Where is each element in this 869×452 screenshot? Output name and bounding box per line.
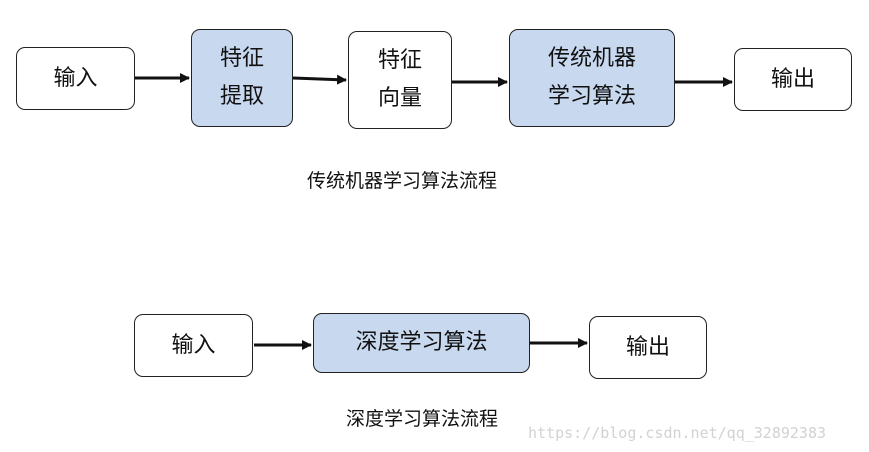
output-label: 输出	[770, 66, 815, 92]
input-box: 输入	[16, 47, 135, 110]
feature-extraction-label-line2: 提取	[219, 84, 264, 109]
deep-learning-caption: 深度学习算法流程	[346, 408, 499, 430]
traditional-ml-algorithm-box: 传统机器 学习算法	[509, 29, 675, 127]
feature-vector-box: 特征 向量	[348, 31, 452, 129]
feature-vector-label-line1: 特征	[377, 48, 422, 73]
arrow-extraction-to-vector	[292, 74, 347, 85]
feature-extraction-box: 特征 提取	[191, 29, 293, 127]
feature-extraction-label-line1: 特征	[219, 46, 264, 71]
watermark: https://blog.csdn.net/qq_32892383	[528, 424, 827, 442]
deep-input-box: 输入	[134, 314, 253, 377]
feature-vector-label-line2: 向量	[377, 86, 422, 111]
deep-output-label: 输出	[625, 334, 670, 360]
deep-learning-algorithm-box: 深度学习算法	[313, 313, 530, 373]
traditional-ml-caption: 传统机器学习算法流程	[307, 170, 498, 192]
deep-learning-algorithm-label: 深度学习算法	[355, 330, 488, 355]
traditional-ml-algorithm-label-line2: 学习算法	[547, 84, 636, 109]
traditional-ml-algorithm-label-line1: 传统机器	[547, 46, 636, 71]
output-box: 输出	[734, 48, 852, 111]
deep-input-label: 输入	[171, 332, 216, 358]
input-label: 输入	[53, 65, 98, 91]
deep-output-box: 输出	[589, 316, 707, 379]
